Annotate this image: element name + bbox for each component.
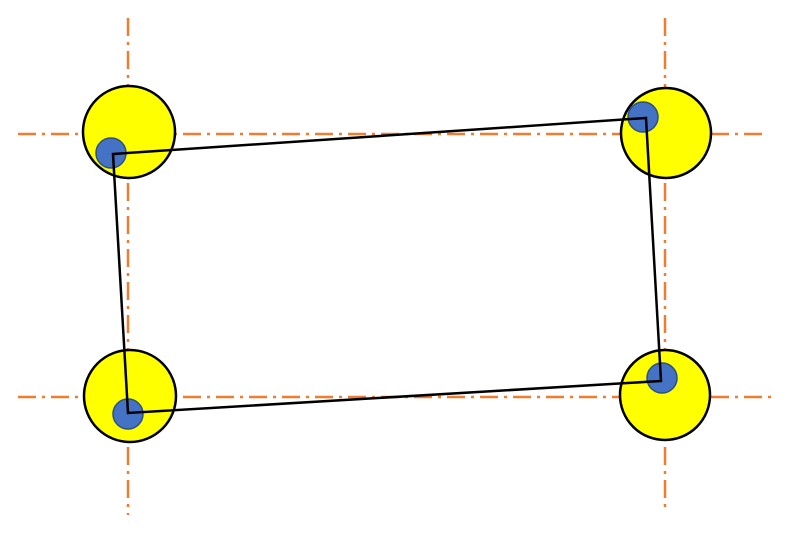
tolerance-zone-bottom-right [618, 348, 712, 442]
tolerance-zone-top-right [619, 86, 713, 180]
tolerance-zone-bottom-left [82, 348, 178, 444]
tolerance-zone-top-left [81, 84, 177, 180]
part-outline-quadrilateral [111, 116, 663, 415]
